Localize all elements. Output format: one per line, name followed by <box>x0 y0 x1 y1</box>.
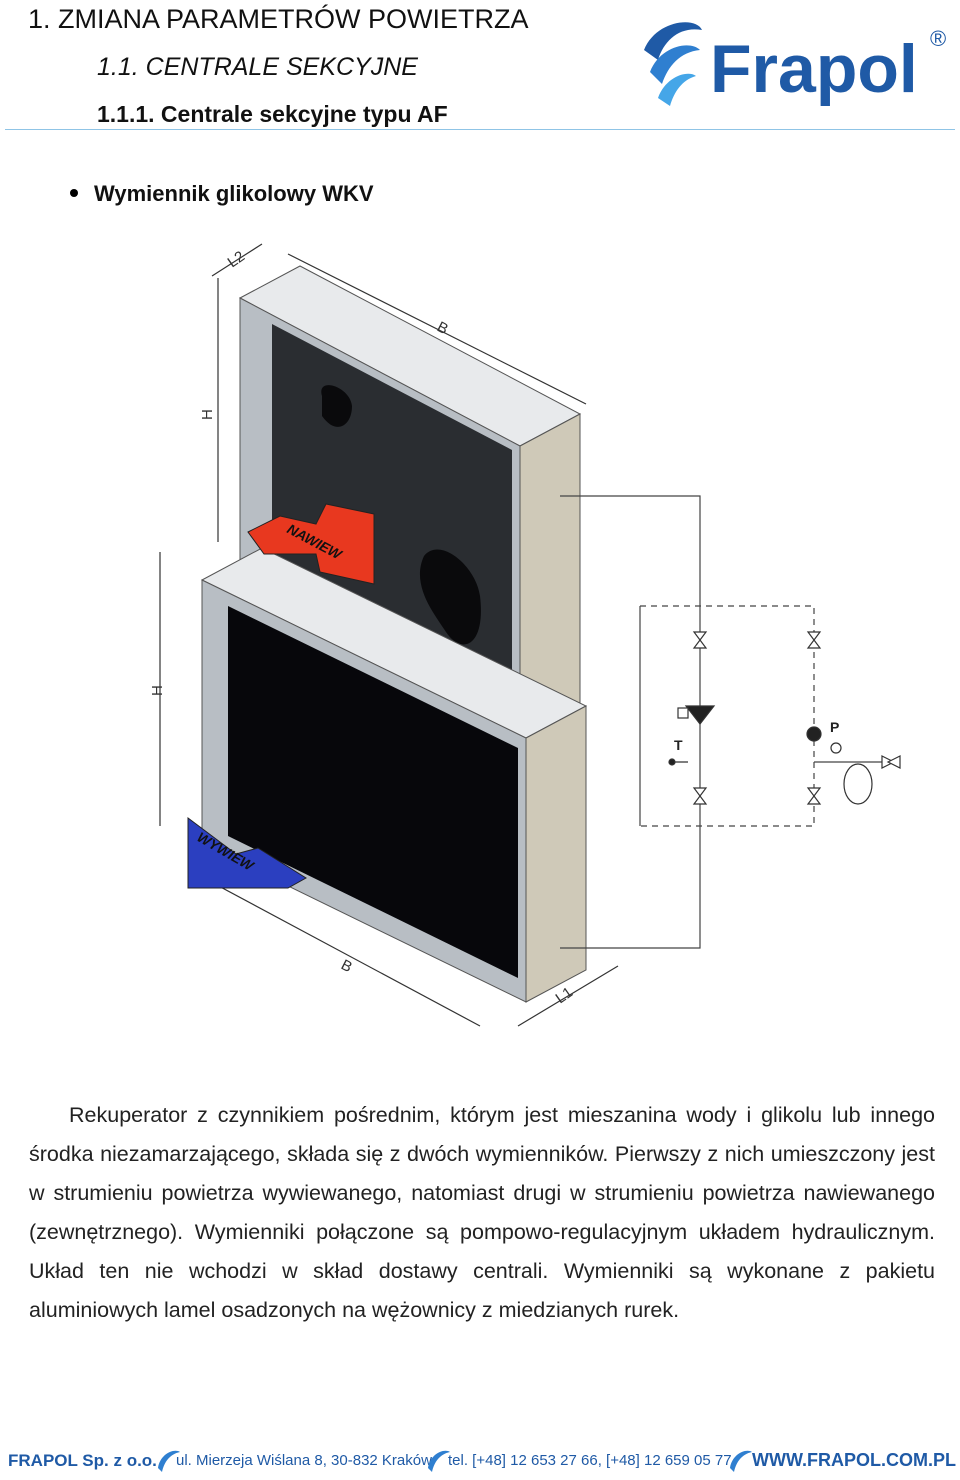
footer-website: WWW.FRAPOL.COM.PL <box>752 1450 956 1470</box>
dim-h-bottom-label: H <box>149 685 166 696</box>
upper-exchanger <box>238 265 582 741</box>
description-paragraph: Rekuperator z czynnikiem pośrednim, któr… <box>29 1103 935 1322</box>
footer-swoosh-icon <box>730 1450 752 1472</box>
dim-h-top-label: H <box>199 409 216 420</box>
chapter-title: 1. ZMIANA PARAMETRÓW POWIETRZA <box>28 4 529 34</box>
logo-text: Frapol <box>710 31 918 107</box>
lower-exchanger <box>200 547 588 1003</box>
sensor-t-label: T <box>674 737 683 753</box>
bullet-text: Wymiennik glikolowy WKV <box>94 181 374 206</box>
footer-address: ul. Mierzeja Wiślana 8, 30-832 Kraków <box>176 1452 432 1469</box>
page-footer: FRAPOL Sp. z o.o. ul. Mierzeja Wiślana 8… <box>0 1440 960 1480</box>
frapol-logo: Frapol ® <box>644 22 946 107</box>
pump-p-label: P <box>830 719 839 735</box>
subsection-title: 1.1.1. Centrale sekcyjne typu AF <box>97 101 448 127</box>
footer-phone: tel. [+48] 12 653 27 66, [+48] 12 659 05… <box>448 1452 732 1469</box>
dim-l1-label: L1 <box>553 984 576 1007</box>
section-title: 1.1. CENTRALE SEKCYJNE <box>97 53 418 81</box>
logo-swoosh-icon <box>644 22 702 106</box>
dim-b-bottom-label: B <box>338 956 355 976</box>
header-divider <box>5 129 955 130</box>
bullet-item: Wymiennik glikolowy WKV <box>70 181 374 207</box>
footer-swoosh-icon <box>428 1450 450 1472</box>
hydraulic-circuit <box>560 495 900 949</box>
dim-l2-label: L2 <box>225 248 248 271</box>
wkv-exchanger-diagram: L2 B H H B L1 NAWIEW WYWIEW <box>149 243 901 1027</box>
bullet-dot-icon <box>70 189 78 198</box>
dimension-lines <box>159 243 619 1027</box>
hydraulic-components <box>668 631 901 805</box>
footer-swoosh-icon <box>158 1450 180 1472</box>
logo-registered-mark: ® <box>930 26 946 51</box>
footer-company: FRAPOL Sp. z o.o. <box>8 1451 157 1470</box>
